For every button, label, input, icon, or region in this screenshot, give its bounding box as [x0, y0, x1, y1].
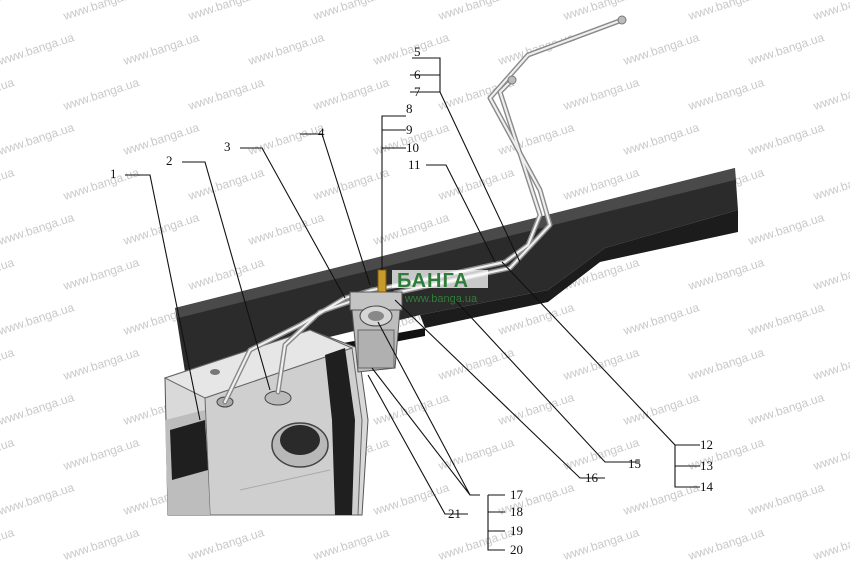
watermark-text: www.banga.ua	[746, 210, 826, 248]
fuel-pipes	[222, 15, 627, 405]
watermark-text: www.banga.ua	[811, 165, 850, 203]
watermark-text: www.banga.ua	[311, 75, 391, 113]
watermark-text: www.banga.ua	[811, 0, 850, 23]
watermark-text: www.banga.ua	[61, 75, 141, 113]
logo-main-text: БАНГА	[397, 270, 469, 292]
watermark-text: www.banga.ua	[0, 0, 16, 23]
watermark-text: www.banga.ua	[61, 0, 141, 23]
watermark-text: www.banga.ua	[0, 255, 16, 293]
callout-15: 15	[628, 456, 641, 471]
callout-6: 6	[414, 67, 421, 82]
watermark-text: www.banga.ua	[686, 75, 766, 113]
watermark-text: www.banga.ua	[61, 435, 141, 473]
watermark-text: www.banga.ua	[0, 165, 16, 203]
callout-10: 10	[406, 140, 419, 155]
watermark-text: www.banga.ua	[311, 525, 391, 563]
leader-lines	[125, 57, 700, 551]
watermark-text: www.banga.ua	[61, 345, 141, 383]
callout-13: 13	[700, 458, 713, 473]
callout-12: 12	[700, 437, 713, 452]
watermark-text: www.banga.ua	[621, 480, 701, 518]
watermark-text: www.banga.ua	[746, 120, 826, 158]
callout-8: 8	[406, 101, 413, 116]
watermark-text: www.banga.ua	[436, 165, 516, 203]
watermark-text: www.banga.ua	[811, 435, 850, 473]
site-logo: БАНГА www.banga.ua	[392, 270, 488, 305]
watermark-text: www.banga.ua	[246, 120, 326, 158]
watermark-text: www.banga.ua	[311, 165, 391, 203]
watermark-text: www.banga.ua	[621, 300, 701, 338]
watermark-text: www.banga.ua	[746, 480, 826, 518]
watermark-text: www.banga.ua	[686, 345, 766, 383]
watermark-text: www.banga.ua	[0, 30, 76, 68]
watermark-text: www.banga.ua	[186, 75, 266, 113]
callout-4: 4	[318, 125, 325, 140]
watermark-text: www.banga.ua	[0, 210, 76, 248]
watermark-text: www.banga.ua	[811, 345, 850, 383]
watermark-text: www.banga.ua	[811, 525, 850, 563]
watermark-text: www.banga.ua	[561, 345, 641, 383]
watermark-text: www.banga.ua	[811, 255, 850, 293]
watermark-text: www.banga.ua	[436, 0, 516, 23]
watermark-text: www.banga.ua	[686, 525, 766, 563]
watermark-text: www.banga.ua	[686, 255, 766, 293]
watermark-text: www.banga.ua	[371, 480, 451, 518]
watermark-text: www.banga.ua	[561, 75, 641, 113]
watermark-text: www.banga.ua	[621, 30, 701, 68]
watermark-text: www.banga.ua	[496, 30, 576, 68]
watermark-text: www.banga.ua	[121, 120, 201, 158]
watermark-text: www.banga.ua	[186, 165, 266, 203]
watermark-text: www.banga.ua	[496, 480, 576, 518]
callout-16: 16	[585, 470, 599, 485]
callout-7: 7	[414, 84, 421, 99]
watermark-text: www.banga.ua	[371, 30, 451, 68]
watermark-text: www.banga.ua	[0, 300, 76, 338]
watermark-text: www.banga.ua	[811, 75, 850, 113]
watermark-text: www.banga.ua	[561, 525, 641, 563]
watermark-text: www.banga.ua	[61, 165, 141, 203]
watermark-text: www.banga.ua	[561, 0, 641, 23]
watermark-text: www.banga.ua	[246, 30, 326, 68]
callout-19: 19	[510, 523, 523, 538]
callout-17: 17	[510, 487, 524, 502]
watermark-text: www.banga.ua	[186, 255, 266, 293]
watermark-text: www.banga.ua	[371, 390, 451, 428]
watermark-text: www.banga.ua	[0, 345, 16, 383]
watermark-text: www.banga.ua	[0, 525, 16, 563]
watermark-text: www.banga.ua	[121, 30, 201, 68]
watermark-text: www.banga.ua	[0, 435, 16, 473]
watermark-text: www.banga.ua	[746, 30, 826, 68]
callout-14: 14	[700, 479, 714, 494]
watermark-text: www.banga.ua	[686, 435, 766, 473]
watermark-text: www.banga.ua	[0, 120, 76, 158]
watermark-text: www.banga.ua	[61, 525, 141, 563]
watermark-text: www.banga.ua	[61, 255, 141, 293]
watermark-text: www.banga.ua	[621, 390, 701, 428]
callout-18: 18	[510, 504, 523, 519]
watermark-text: www.banga.ua	[621, 120, 701, 158]
watermark-text: www.banga.ua	[746, 390, 826, 428]
logo-sub-text: www.banga.ua	[404, 293, 478, 305]
watermark-text: www.banga.ua	[686, 0, 766, 23]
callout-20: 20	[510, 542, 523, 557]
watermark-text: www.banga.ua	[311, 0, 391, 23]
callout-5: 5	[414, 44, 421, 59]
callout-3: 3	[224, 139, 231, 154]
callout-1: 1	[110, 166, 117, 181]
callout-11: 11	[408, 157, 421, 172]
fuel-filter	[349, 269, 403, 373]
watermark-text: www.banga.ua	[0, 390, 76, 428]
fuel-tank	[163, 329, 369, 516]
watermark-text: www.banga.ua	[746, 300, 826, 338]
callout-2: 2	[166, 153, 173, 168]
callout-numbers: 1 2 3 4 5 6 7 8 9 10 11 12 13 14 15 16 1…	[110, 44, 714, 557]
watermark-text: www.banga.ua	[0, 480, 76, 518]
callout-9: 9	[406, 122, 413, 137]
watermark-text: www.banga.ua	[0, 75, 16, 113]
watermark-text: www.banga.ua	[186, 525, 266, 563]
callout-21: 21	[448, 506, 461, 521]
watermark-text: www.banga.ua	[186, 0, 266, 23]
